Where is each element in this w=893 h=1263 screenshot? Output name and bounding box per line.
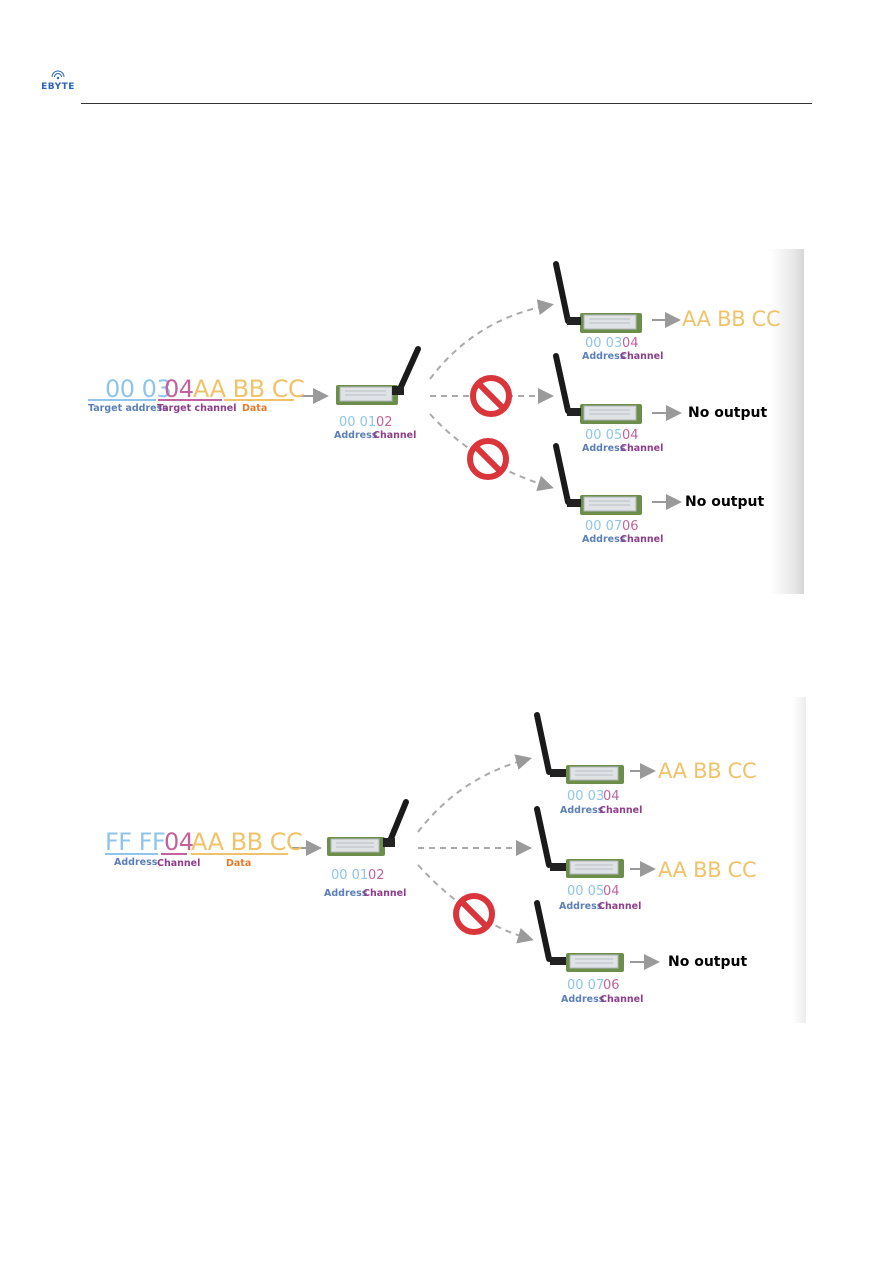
receiver-channel: 04 [603,884,620,899]
receiver-address: 00 03 [585,336,623,351]
receiver-address-label: Address [561,994,605,1005]
target-address-label: Target address [88,403,168,414]
receiver-channel: 04 [622,428,639,443]
transmitter-channel: 02 [368,868,385,883]
transmitter-module [326,799,409,857]
blocked-sign-icon [453,893,495,935]
logo-text: EBYTE [41,82,75,92]
channel-label: Channel [157,858,201,869]
receiver-address: 00 05 [585,428,623,443]
blocked-sign-icon [467,438,509,480]
target-address-value: 00 03 [105,375,172,403]
target-channel-label: Target channel [157,403,237,414]
receiver-address-label: Address [582,351,626,362]
receiver-address: 00 07 [567,978,605,993]
receiver-module [553,261,643,334]
figure-edge-shade [770,249,804,594]
figure-broadcast-transmission: FF FF 04 AA BB CC Address Channel Data 0… [80,697,806,1023]
receiver-channel-label: Channel [620,534,664,545]
data-value: AA BB CC [191,828,303,856]
transmitter-channel: 02 [376,415,393,430]
receiver-output: No output [688,405,768,421]
receiver-module [534,900,625,973]
figure2-graphics [291,712,660,973]
receiver-address-label: Address [560,805,604,816]
data-underline [224,399,294,401]
receiver-channel-label: Channel [599,805,643,816]
data-value: AA BB CC [193,375,305,403]
transmitter-module [335,346,421,406]
receiver-module [534,712,625,785]
blocked-sign-icon [470,375,512,417]
address-underline [88,399,156,401]
receiver-channel-label: Channel [600,994,644,1005]
receiver-output: No output [668,954,748,970]
ebyte-logo: EBYTE [38,70,78,96]
receiver-module [553,353,643,425]
transmitter-address-label: Address [334,430,378,441]
receiver-address: 00 03 [567,789,605,804]
data-label: Data [242,403,268,414]
header-divider [81,103,812,104]
figure-fixed-point-transmission: 00 03 04 AA BB CC Target address Target … [80,249,804,594]
target-channel-value: 04 [164,828,194,856]
receiver-module [534,806,625,879]
receiver-output: AA BB CC [658,858,757,882]
receiver-address: 00 05 [567,884,605,899]
channel-underline [158,399,222,401]
receiver-address: 00 07 [585,519,623,534]
receiver-channel: 06 [603,978,620,993]
data-label: Data [226,858,252,869]
channel-underline [161,853,187,855]
wireless-signal-icon [51,70,65,80]
receiver-address-label: Address [559,901,603,912]
receiver-channel: 06 [622,519,639,534]
target-channel-value: 04 [164,375,194,403]
transmitter-address: 00 01 [339,415,377,430]
data-underline [191,853,288,855]
transmitter-channel-label: Channel [373,430,417,441]
receiver-channel-label: Channel [620,351,664,362]
receiver-address-label: Address [582,443,626,454]
receiver-channel-label: Channel [598,901,642,912]
target-address-value: FF FF [105,828,166,856]
receiver-channel-label: Channel [620,443,664,454]
receiver-address-label: Address [582,534,626,545]
address-underline [105,853,158,855]
receiver-output: No output [685,494,765,510]
transmitter-address: 00 01 [331,868,369,883]
receiver-channel: 04 [622,336,639,351]
receiver-output: AA BB CC [682,307,781,331]
transmitter-address-label: Address [324,888,368,899]
receiver-output: AA BB CC [658,759,757,783]
figure-edge-shade [792,697,806,1023]
receiver-channel: 04 [603,789,620,804]
figure1-graphics [298,261,682,516]
transmitter-channel-label: Channel [363,888,407,899]
address-label: Address [114,857,158,868]
receiver-module [553,443,643,516]
